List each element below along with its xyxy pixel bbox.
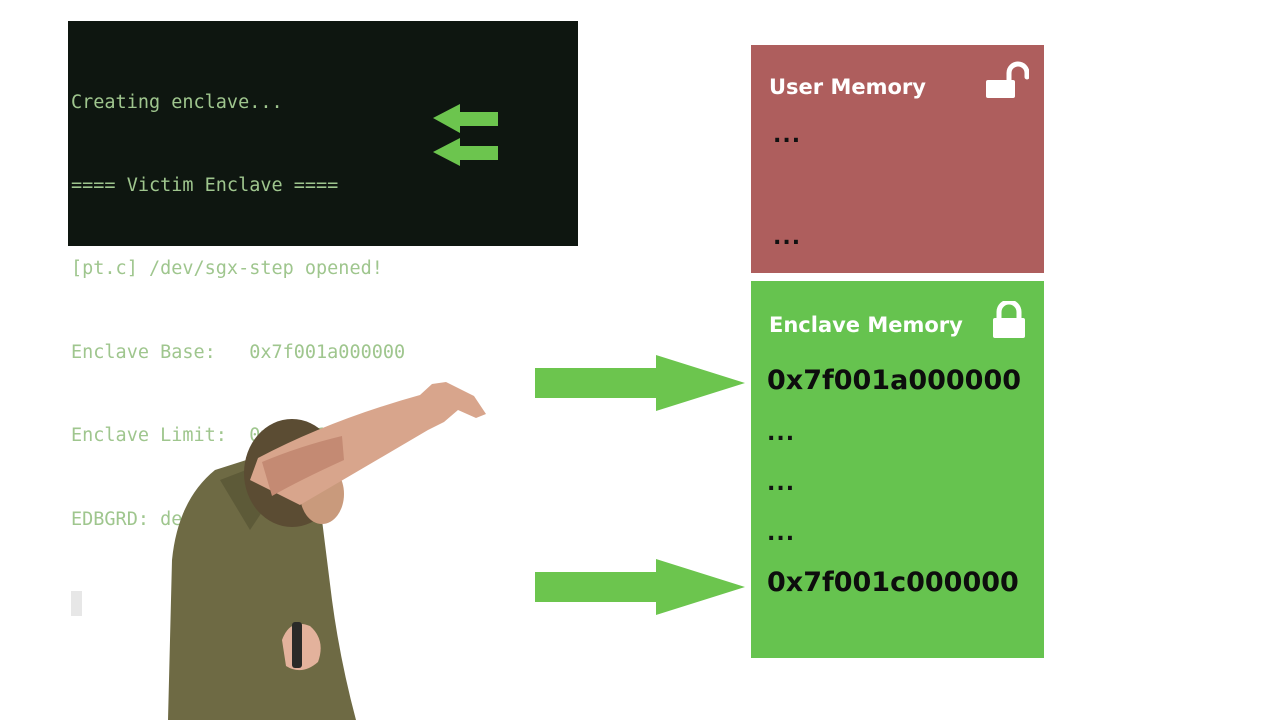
enclave-memory-title: Enclave Memory bbox=[769, 313, 963, 337]
enclave-memory-box: Enclave Memory 0x7f001a000000 ... ... ..… bbox=[751, 281, 1044, 658]
presenter-illustration bbox=[168, 382, 486, 720]
base-address-arrow bbox=[433, 104, 498, 133]
enclave-base-address: 0x7f001a000000 bbox=[767, 365, 1022, 396]
terminal-line-enclave-base: Enclave Base: 0x7f001a000000 bbox=[71, 341, 406, 363]
enclave-memory-dots-2: ... bbox=[767, 471, 796, 496]
unlocked-padlock-icon bbox=[986, 61, 1029, 98]
user-memory-box: User Memory ... ... bbox=[751, 45, 1044, 273]
enclave-memory-dots-1: ... bbox=[767, 421, 796, 446]
user-memory-dots-bottom: ... bbox=[773, 225, 802, 250]
user-memory-title: User Memory bbox=[769, 75, 926, 99]
enclave-base-pointer-arrow bbox=[535, 355, 745, 411]
terminal-window: Creating enclave... ==== Victim Enclave … bbox=[68, 21, 578, 617]
enclave-memory-dots-3: ... bbox=[767, 521, 796, 546]
limit-address-arrow bbox=[433, 138, 498, 166]
user-memory-dots-top: ... bbox=[773, 123, 802, 148]
locked-padlock-icon bbox=[993, 301, 1025, 338]
terminal-line-sgx-step: [pt.c] /dev/sgx-step opened! bbox=[71, 258, 383, 280]
enclave-limit-pointer-arrow bbox=[535, 559, 745, 615]
terminal-line-victim-header: ==== Victim Enclave ==== bbox=[71, 174, 339, 196]
terminal-prompt-line bbox=[71, 589, 578, 617]
terminal-line-creating: Creating enclave... bbox=[71, 91, 283, 113]
enclave-limit-address: 0x7f001c000000 bbox=[767, 567, 1019, 598]
terminal-cursor bbox=[71, 591, 82, 617]
